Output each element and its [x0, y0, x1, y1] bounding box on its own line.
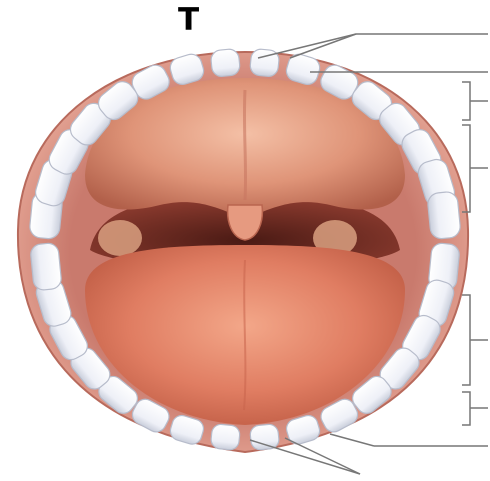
lower-tooth [210, 424, 240, 451]
tonsil-left [98, 220, 142, 256]
upper-tooth [427, 191, 461, 240]
leader-line-incisors-bottom-a [250, 440, 360, 474]
upper-tooth [249, 48, 279, 77]
palatine-raphe [244, 90, 245, 200]
bracket-premolars-top [462, 82, 488, 120]
median-sulcus [244, 260, 245, 410]
diagram-label: T [178, 2, 199, 38]
bracket-molars-bottom [462, 295, 488, 385]
bracket-premolars-bottom [462, 392, 488, 425]
upper-tooth [210, 48, 240, 77]
leader-line-incisors-top-a [258, 34, 356, 58]
lower-tooth [249, 424, 279, 451]
leader-line-incisors-top-b [290, 34, 356, 58]
bracket-molars-top [462, 125, 488, 212]
lower-tooth [30, 242, 62, 290]
leader-line-canine-bottom [330, 434, 374, 446]
leader-line-incisors-bottom-b [285, 438, 360, 474]
